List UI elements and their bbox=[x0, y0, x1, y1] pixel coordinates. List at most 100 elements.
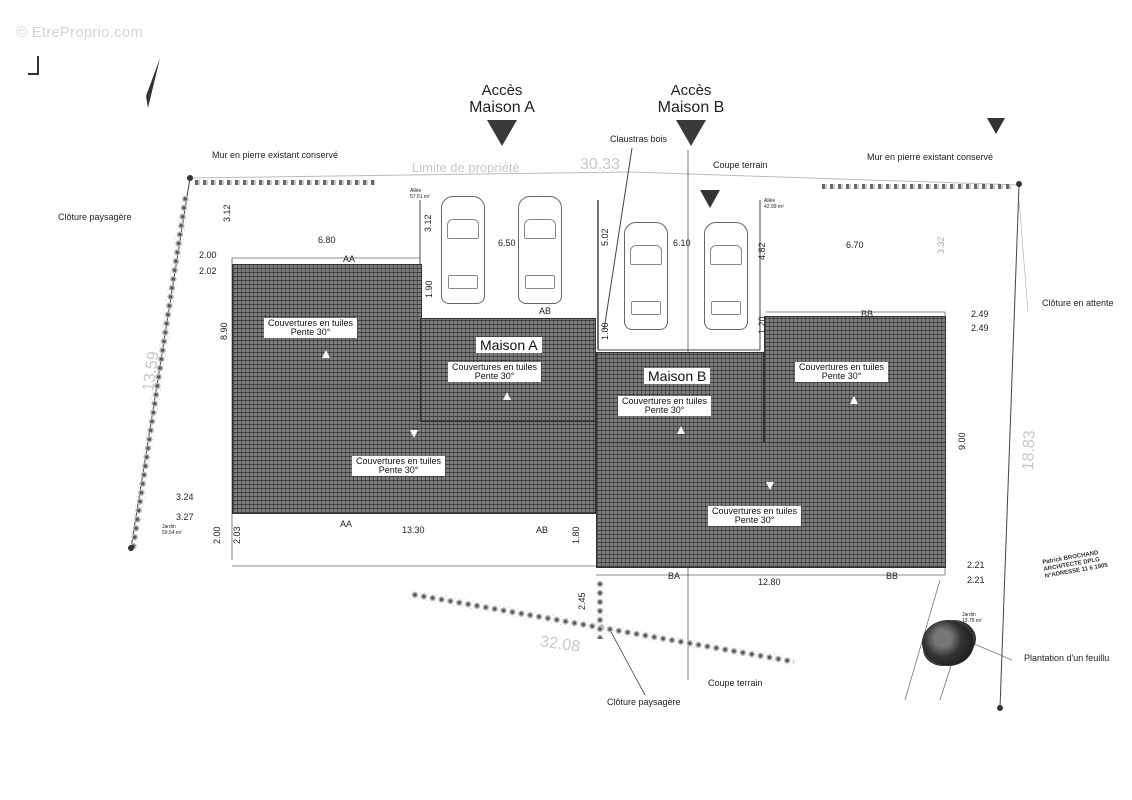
access-b-triangle-icon bbox=[676, 120, 706, 146]
label-plantation: Plantation d'un feuillu bbox=[1024, 653, 1110, 663]
dimension-6-50: 6.50 bbox=[498, 238, 516, 248]
allee-b-area: 42.99 m² bbox=[764, 204, 784, 210]
dimension-1-90: 1.90 bbox=[424, 280, 434, 298]
dimension-8-90: 8.90 bbox=[219, 322, 229, 340]
label-coupe-top: Coupe terrain bbox=[713, 160, 768, 170]
dimension-2-00-bottom: 2.00 bbox=[212, 526, 222, 544]
dimension-2-21: 2.21 bbox=[967, 560, 985, 570]
label-claustras: Claustras bois bbox=[610, 134, 668, 144]
label-mur-left: Mur en pierre existant conservé bbox=[212, 150, 339, 160]
watermark-text: © EtreProprio.com bbox=[16, 24, 143, 41]
dimension-30-33: 30.33 bbox=[580, 156, 621, 173]
dimension-3-24: 3.24 bbox=[176, 492, 194, 502]
section-mark-bb: BB bbox=[861, 309, 874, 319]
label-cloture-attente: Clôture en attente bbox=[1042, 298, 1114, 308]
dimension-9-00: 9.00 bbox=[957, 432, 967, 450]
dimension-6-70: 6.70 bbox=[846, 240, 864, 250]
roof-label-line1: Couvertures en tuiles bbox=[622, 396, 708, 406]
jardin-a-area: 59.54 m² bbox=[162, 530, 182, 536]
dimension-6-10: 6.10 bbox=[673, 238, 691, 248]
dimension-1-20: 1.20 bbox=[757, 316, 767, 334]
dimension-2-21: 2.21 bbox=[967, 575, 985, 585]
jardin-b-area: 13.75 m² bbox=[962, 618, 982, 624]
dimension-6-80: 6.80 bbox=[318, 235, 336, 245]
house-b-name: Maison B bbox=[644, 368, 711, 384]
label-cloture-left: Clôture paysagère bbox=[58, 212, 132, 222]
dimension-3-27: 3.27 bbox=[176, 512, 194, 522]
house-a-name: Maison A bbox=[476, 337, 542, 353]
jardin-b-text: Jardin bbox=[962, 612, 976, 618]
coupe-marker-icon bbox=[700, 190, 720, 208]
limit-line-right bbox=[629, 171, 1020, 186]
dimension-2-03: 2.03 bbox=[232, 526, 242, 544]
dimension-2-45: 2.45 bbox=[577, 592, 587, 610]
dimension-1-80: 1.80 bbox=[571, 526, 581, 544]
section-marker-icon bbox=[987, 118, 1005, 134]
section-mark-ba: BA bbox=[668, 571, 681, 581]
jardin-a-label: Jardin 59.54 m² bbox=[162, 524, 182, 536]
dimension-3-12: 3.12 bbox=[222, 204, 232, 222]
allee-a-label: Allée 57.51 m² bbox=[410, 188, 430, 200]
dimension-2-49: 2.49 bbox=[971, 309, 989, 319]
boundary-point bbox=[1016, 181, 1022, 187]
slope-arrow-down-icon bbox=[766, 482, 774, 490]
allee-a-area: 57.51 m² bbox=[410, 194, 430, 200]
section-mark-aa: AA bbox=[343, 254, 356, 264]
parking-car-icon bbox=[624, 222, 668, 330]
access-a-triangle-icon bbox=[487, 120, 517, 146]
access-b-line2: Maison B bbox=[657, 99, 725, 116]
parking-car-icon bbox=[704, 222, 748, 330]
dimension-13-30: 13.30 bbox=[402, 525, 425, 535]
jardin-a-text: Jardin bbox=[162, 524, 176, 530]
roof-label-line1: Couvertures en tuiles bbox=[356, 456, 442, 466]
slope-arrow-down-icon bbox=[410, 430, 418, 438]
jardin-b-label: Jardin 13.75 m² bbox=[962, 612, 982, 624]
section-mark-bb: BB bbox=[886, 571, 899, 581]
access-maison-a: Accès Maison A bbox=[452, 82, 552, 146]
roof-label-line1: Couvertures en tuiles bbox=[712, 506, 798, 516]
allee-a-text: Allée bbox=[410, 188, 422, 194]
roof-label-line2: Pente 30° bbox=[378, 465, 419, 475]
hedge-bottom-vertical bbox=[596, 579, 604, 639]
roof-label-line2: Pente 30° bbox=[290, 327, 331, 337]
parking-car-icon bbox=[518, 196, 562, 304]
slope-arrow-up-icon bbox=[677, 426, 685, 434]
boundary-point bbox=[128, 545, 134, 551]
limit-line-left bbox=[189, 171, 631, 179]
roof-label-line2: Pente 30° bbox=[821, 371, 862, 381]
label-mur-right: Mur en pierre existant conservé bbox=[867, 152, 994, 162]
boundary-point bbox=[997, 705, 1003, 711]
allee-b-text: Allée bbox=[764, 198, 776, 204]
label-coupe-bottom: Coupe terrain bbox=[708, 678, 763, 688]
stone-wall-left bbox=[195, 180, 375, 185]
section-mark-ab: AB bbox=[536, 525, 549, 535]
dimension-3-12: 3.12 bbox=[423, 214, 433, 232]
access-maison-b: Accès Maison B bbox=[641, 82, 741, 146]
roof-label-line1: Couvertures en tuiles bbox=[268, 318, 354, 328]
parking-car-icon bbox=[441, 196, 485, 304]
corner-mark-icon bbox=[28, 56, 39, 75]
dimension-12-80: 12.80 bbox=[758, 577, 781, 587]
roof-label-line1: Couvertures en tuiles bbox=[452, 362, 538, 372]
slope-arrow-up-icon bbox=[850, 396, 858, 404]
allee-b-label: Allée 42.99 m² bbox=[764, 198, 784, 210]
slope-arrow-up-icon bbox=[322, 350, 330, 358]
section-mark-aa: AA bbox=[340, 519, 353, 529]
roof-b-lower bbox=[596, 442, 946, 568]
slope-arrow-up-icon bbox=[503, 392, 511, 400]
boundary-right-line bbox=[999, 184, 1020, 709]
roof-label-line2: Pente 30° bbox=[734, 515, 775, 525]
property-limit-label: Limite de propriété bbox=[412, 160, 520, 175]
dimension-1-00: 1.00 bbox=[600, 322, 610, 340]
dimension-3-32: 3.32 bbox=[936, 236, 946, 254]
dimension-4-82: 4.82 bbox=[757, 242, 767, 260]
access-b-line1: Accès bbox=[670, 82, 712, 99]
access-a-line1: Accès bbox=[481, 82, 523, 99]
roof-label-line1: Couvertures en tuiles bbox=[799, 362, 885, 372]
dimension-2-00: 2.00 bbox=[199, 250, 217, 260]
